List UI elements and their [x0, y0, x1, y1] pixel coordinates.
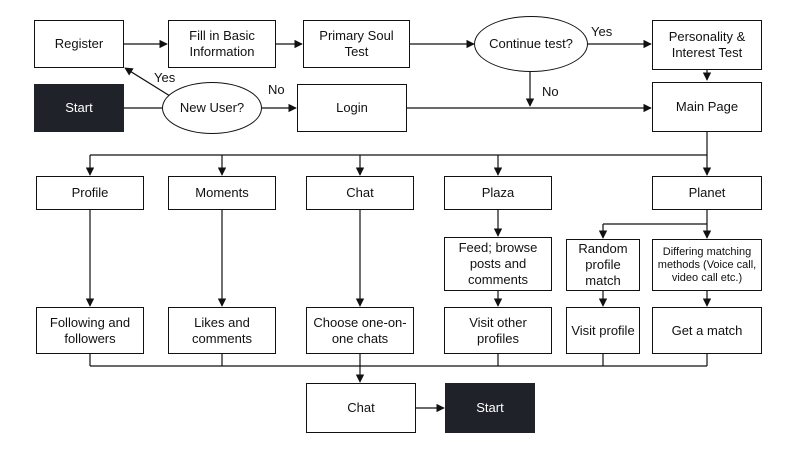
get-match-node: Get a match: [652, 307, 762, 354]
login-node: Login: [297, 84, 407, 132]
start-node-top: Start: [34, 84, 124, 132]
fill-info-node: Fill in Basic Information: [168, 20, 276, 68]
no-label-main: No: [542, 84, 559, 99]
plaza-node: Plaza: [444, 176, 552, 210]
differing-methods-node: Differing matching methods (Voice call, …: [652, 239, 762, 291]
register-node: Register: [34, 20, 124, 68]
profile-node: Profile: [36, 176, 144, 210]
continue-test-decision: Continue test?: [474, 16, 588, 72]
visit-other-node: Visit other profiles: [444, 307, 552, 354]
chat-node-mid: Chat: [306, 176, 414, 210]
likes-node: Likes and comments: [168, 307, 276, 354]
personality-test-node: Personality & Interest Test: [652, 20, 762, 70]
yes-label-personality: Yes: [591, 24, 613, 39]
random-match-node: Random profile match: [566, 239, 640, 291]
visit-profile-node: Visit profile: [566, 307, 640, 354]
following-node: Following and followers: [36, 307, 144, 354]
feed-node: Feed; browse posts and comments: [444, 237, 552, 291]
choose-chats-node: Choose one-on-one chats: [306, 307, 414, 354]
no-label-login: No: [268, 82, 285, 97]
start-node-bottom: Start: [445, 383, 535, 433]
main-page-node: Main Page: [652, 82, 762, 132]
yes-label-register: Yes: [154, 70, 176, 85]
planet-node: Planet: [652, 176, 762, 210]
moments-node: Moments: [168, 176, 276, 210]
edge-newuser-register: [124, 67, 171, 97]
primary-test-node: Primary Soul Test: [303, 20, 410, 68]
chat-node-bottom: Chat: [306, 383, 416, 433]
new-user-decision: New User?: [162, 82, 262, 134]
